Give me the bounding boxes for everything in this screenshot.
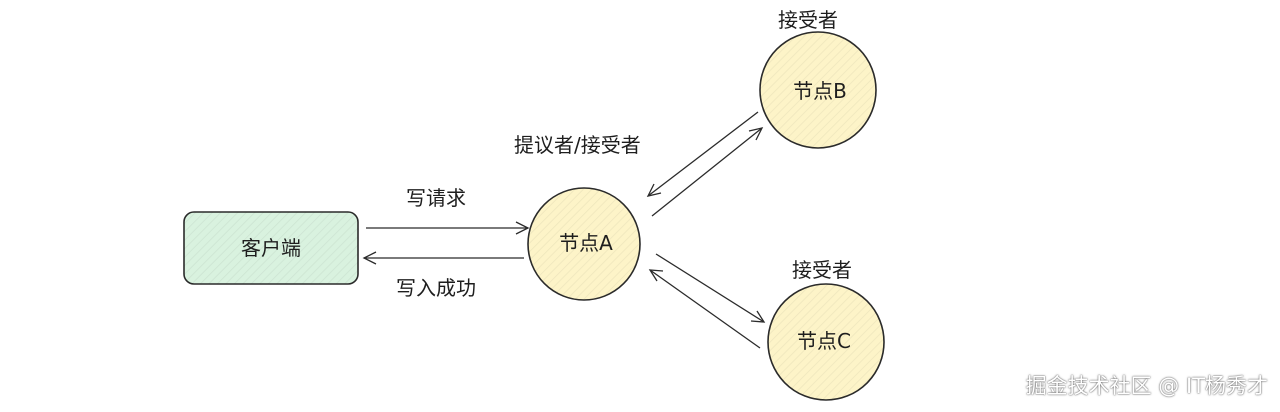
arrow-a-to-c — [655, 253, 766, 323]
arrow-write-request — [366, 221, 530, 235]
arrow-write-success — [362, 251, 524, 265]
node-c-label: 节点C — [797, 329, 851, 353]
arrow-a-to-b — [651, 127, 764, 217]
node-a-circle — [527, 187, 641, 301]
node-a-role: 提议者/接受者 — [514, 133, 641, 157]
arrow-b-to-a — [646, 111, 759, 197]
node-b-role: 接受者 — [778, 8, 838, 32]
node-c-role: 接受者 — [792, 258, 852, 282]
arrow-c-to-a — [648, 269, 761, 349]
node-b-circle — [759, 31, 877, 149]
write-success-label: 写入成功 — [396, 276, 476, 300]
write-request-label: 写请求 — [406, 186, 466, 210]
client-box — [183, 211, 359, 285]
node-c-circle — [767, 283, 885, 401]
watermark: 掘金技术社区 @ IT杨秀才 — [1025, 374, 1268, 398]
node-b-label: 节点B — [793, 79, 847, 103]
node-a-label: 节点A — [559, 231, 613, 255]
client-label: 客户端 — [241, 236, 301, 260]
